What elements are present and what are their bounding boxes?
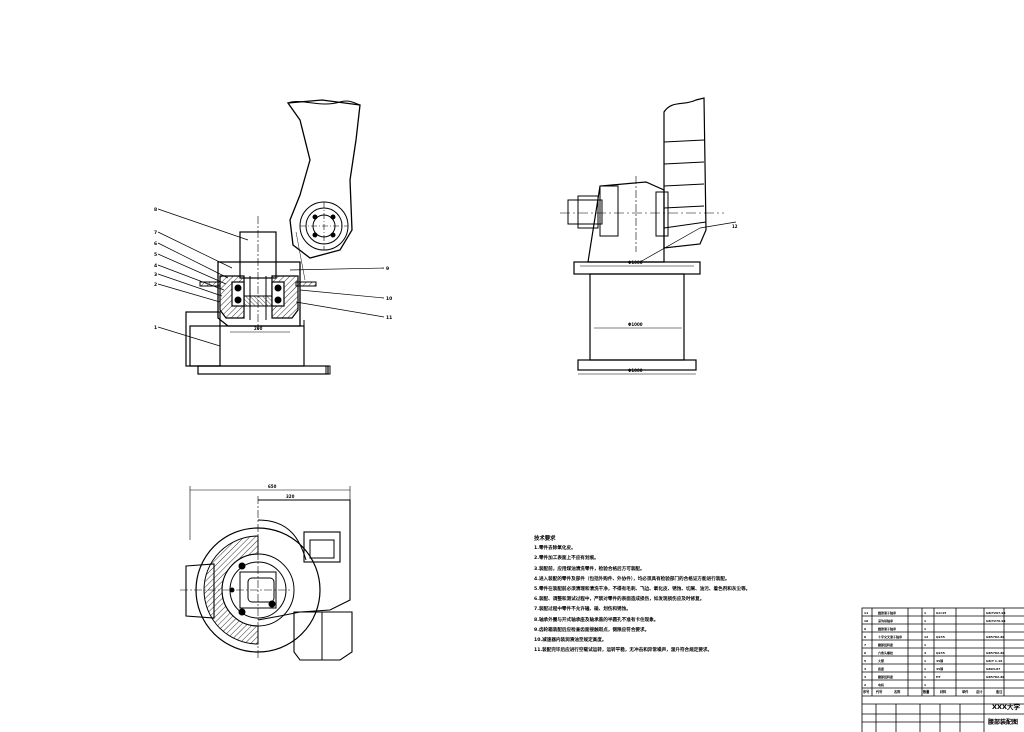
technical-note: 6.装配、调整和测试过程中，严禁对零件的表面造成损伤，如发现损伤应及时修复。: [534, 597, 705, 603]
dimension-label: 200: [254, 326, 263, 331]
bom-cell-std: GB/T 1.16: [986, 659, 1002, 663]
bom-cell-no: 5: [864, 659, 866, 663]
bom-cell-qty: 1: [924, 675, 926, 679]
bom-cell-material: GCr15: [936, 611, 946, 615]
bom-cell-name: 六角头螺栓: [878, 650, 893, 655]
dimension-label: Φ1000: [628, 368, 643, 373]
bom-cell-no: 10: [864, 619, 868, 623]
drawing-title: 腰部装配图: [987, 718, 1018, 726]
bom-cell-name: 腰部回转座: [878, 642, 893, 647]
technical-note: 5.零件在装配前必须清理和清洗干净，不得有毛刺、飞边、氧化皮、锈蚀、切屑、油污、…: [534, 586, 751, 592]
header-cell: 单件: [962, 689, 969, 694]
bom-cell-qty: 1: [924, 643, 926, 647]
bom-cell-name: 腰部回转座: [878, 674, 893, 679]
front-view-leaders: [157, 208, 385, 347]
technical-note: 3.装配前，应用煤油清洗零件，检验合格后方可装配。: [534, 566, 645, 572]
bom-cell-qty: 1: [924, 611, 926, 615]
leader-label: 10: [386, 296, 392, 302]
dimension-label: 320: [286, 494, 295, 499]
top-view-labels: 650 320: [268, 484, 295, 499]
bom-cell-name: 圆锥滚子轴承: [878, 610, 896, 615]
bom-cell-qty: 1: [924, 667, 926, 671]
bom-cell-name: 十字交叉滚子轴承: [878, 634, 902, 639]
leader-label: 4: [154, 263, 157, 269]
bom-cell-name: 大臂: [878, 658, 884, 663]
school-name: XXX大学: [992, 702, 1021, 711]
technical-note: 4.进入装配的零件及部件（包括外购件、外协件），均必须具有检验部门的合格证方能进…: [534, 576, 730, 582]
bom-cell-no: 6: [864, 651, 866, 655]
technical-note: 11.装配完毕后应进行空载试运转，运转平稳，无冲击和异常噪声，温升符合规定要求。: [534, 648, 713, 654]
side-view: [560, 97, 737, 375]
bom-cell-no: 3: [864, 675, 866, 679]
bom-cell-name: 圆锥滚子轴承: [878, 626, 896, 631]
bom-cell-std: GB93-87: [986, 667, 1000, 671]
bom-cell-qty: 4: [924, 651, 926, 655]
bom-cell-std: GB/T297-94: [986, 611, 1006, 615]
bom-cell-material: 45钢: [936, 666, 943, 671]
dimension-label: 650: [268, 484, 277, 489]
technical-note: 2.零件加工表面上不应有划痕。: [534, 556, 599, 562]
technical-notes: 技术要求 1.零件去除氧化皮。 2.零件加工表面上不应有划痕。 3.装配前，应用…: [534, 534, 854, 656]
bom-cell-no: 7: [864, 643, 866, 647]
leader-label: 2: [154, 282, 157, 288]
title-block-text: 序号 代号 名称 数量 材料 单件 总计 备注 XXX大学 腰部装配图: [862, 689, 1021, 726]
leader-label: 11: [386, 315, 392, 321]
technical-note: 10.减速器内装润滑油至规定高度。: [534, 637, 607, 643]
dimension-label: Φ1000: [628, 322, 643, 327]
technical-note: 9.齿轮箱装配后应检查齿面接触斑点，侧隙应符合要求。: [534, 627, 650, 633]
leader-label: 9: [386, 266, 389, 272]
bom-cell-qty: 1: [924, 619, 926, 623]
top-view: [180, 486, 353, 661]
bom-cell-material: HT: [936, 675, 942, 679]
bom-cell-no: 4: [864, 667, 866, 671]
bom-cell-qty: 12: [924, 635, 928, 639]
bom-cell-material: 45钢: [936, 658, 943, 663]
leader-label: 7: [154, 230, 157, 236]
bom-cell-no: 8: [864, 635, 866, 639]
technical-note: 8.轴承外圈与开式轴承座及轴承盖的半圆孔不准有卡住现象。: [534, 617, 659, 623]
header-cell: 数量: [922, 689, 930, 694]
leader-label: 12: [732, 224, 738, 229]
leader-label: 6: [154, 241, 157, 247]
front-view: [185, 99, 361, 375]
header-cell: 名称: [894, 689, 901, 694]
header-cell: 总计: [976, 689, 983, 694]
bom-cell-qty: 1: [924, 683, 926, 687]
technical-note: 1.零件去除氧化皮。: [534, 546, 576, 552]
leader-label: 3: [154, 272, 157, 278]
header-cell: 序号: [862, 689, 870, 694]
bom-cell-std: GB/T276-94: [986, 619, 1006, 623]
leader-label: 1: [154, 325, 157, 331]
header-cell: 材料: [940, 689, 947, 694]
front-view-labels: 8 7 6 5 4 3 2 1 9 10 11 200: [154, 207, 392, 331]
bom-cell-name: 电机: [878, 682, 884, 687]
bom-cell-qty: 1: [924, 627, 926, 631]
bom-cell-name: 底座: [877, 666, 884, 671]
bom-cell-no: 2: [864, 683, 866, 687]
leader-label: 8: [154, 207, 157, 213]
bom-cell-name: 深沟球轴承: [878, 618, 893, 623]
header-cell: 备注: [995, 689, 1003, 694]
bom-cell-material: Q235: [936, 635, 945, 639]
header-cell: 代号: [875, 689, 883, 694]
title-block: [861, 607, 1024, 732]
bom-cell-qty: 1: [924, 659, 926, 663]
bom-cell-material: Q235: [936, 651, 945, 655]
side-view-labels: 12 Φ1000 Φ1000 Φ1000: [628, 224, 738, 373]
bom-cell-std: GB5782-86: [986, 635, 1005, 639]
bom-cell-std: GB5782-86: [986, 651, 1005, 655]
bom-cell-std: GB5782-86: [986, 675, 1005, 679]
leader-label: 5: [154, 252, 157, 258]
bom-cell-no: 9: [864, 627, 866, 631]
dimension-label: Φ1000: [628, 260, 643, 265]
bom-cell-no: 11: [864, 611, 868, 615]
technical-note: 7.装配过程中零件不允许磕、碰、划伤和锈蚀。: [534, 607, 631, 613]
technical-notes-title: 技术要求: [534, 536, 556, 542]
